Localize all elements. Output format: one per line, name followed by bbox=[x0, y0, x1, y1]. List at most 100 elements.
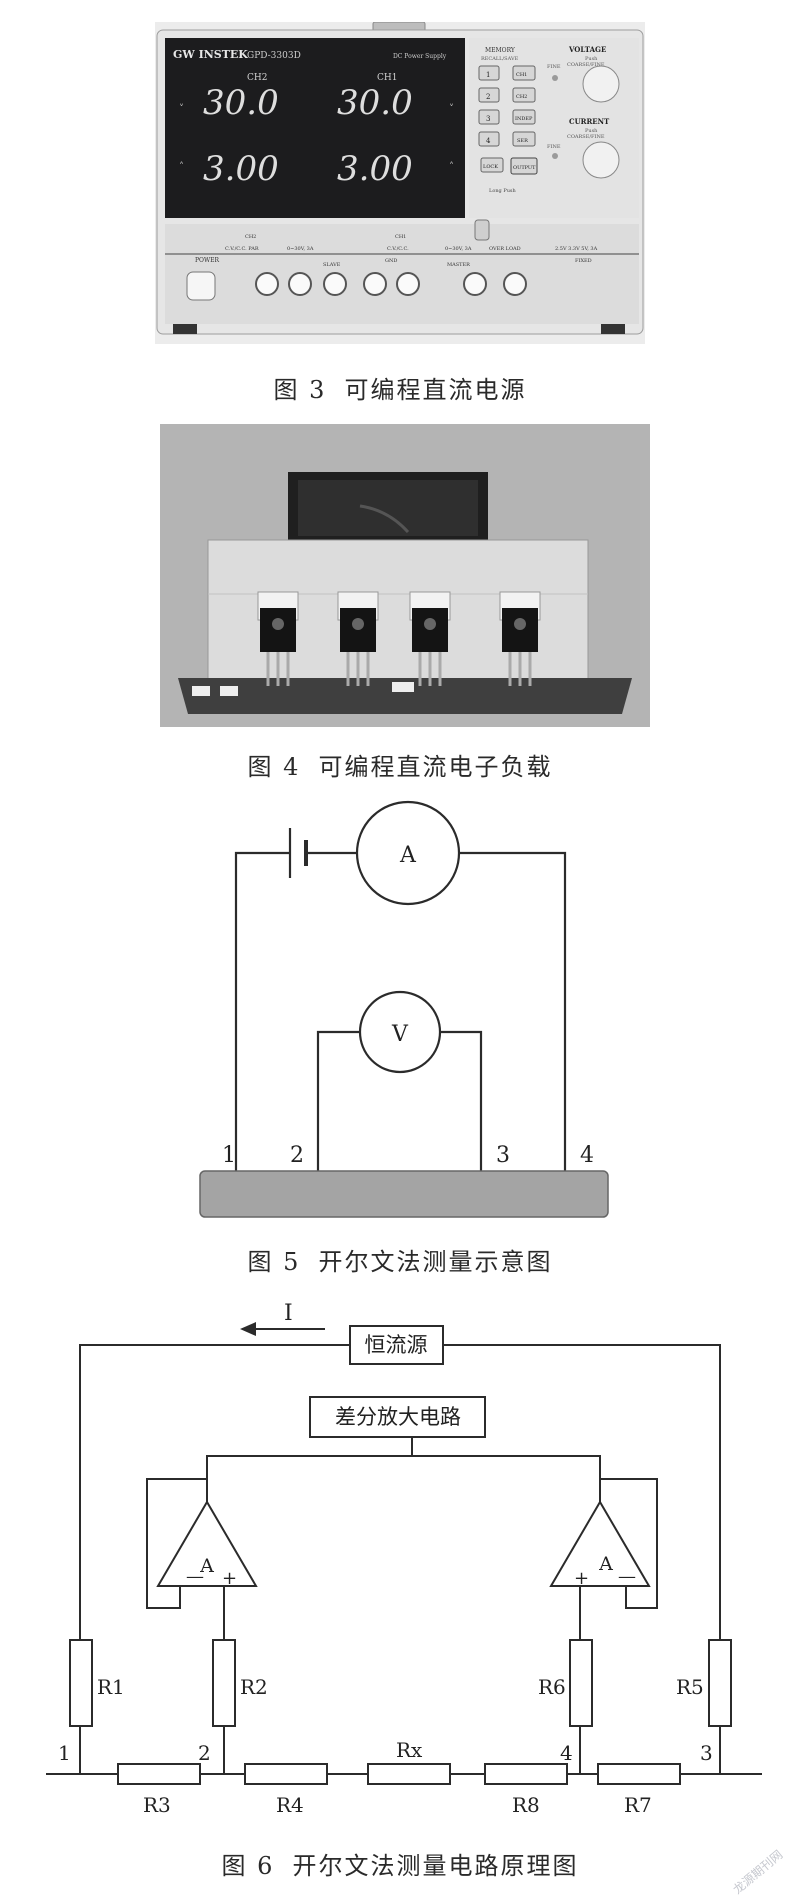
resistor-rx bbox=[367, 1763, 451, 1785]
memory-key-2-label: 2 bbox=[486, 93, 490, 101]
left-op-amp-feedback bbox=[146, 1478, 207, 1609]
left-op-amp-plus: + bbox=[222, 1568, 237, 1589]
current-label: I bbox=[284, 1301, 293, 1326]
ch2-key-label: CH2 bbox=[516, 94, 527, 100]
terminal-2-label: 2 bbox=[290, 1143, 304, 1168]
fig3-caption-number: 图 3 bbox=[273, 376, 327, 404]
ch2-range-label: 0~30V, 3A bbox=[287, 246, 314, 252]
voltage-knob[interactable] bbox=[582, 65, 620, 103]
output-button[interactable] bbox=[510, 157, 538, 175]
ch1-negative-terminal[interactable] bbox=[363, 272, 387, 296]
ch1-mode-label: CH1 bbox=[395, 234, 406, 240]
voltage-coarse-fine-label: COARSE/FINE bbox=[567, 62, 605, 68]
voltage-fine-indicator bbox=[552, 75, 558, 81]
ser-key[interactable] bbox=[512, 131, 536, 147]
resistor-r5 bbox=[708, 1639, 732, 1727]
memory-key-3[interactable] bbox=[478, 109, 500, 125]
ser-key-label: SER bbox=[517, 138, 528, 144]
fig4-caption-number: 图 4 bbox=[247, 753, 301, 781]
r7-label: R7 bbox=[624, 1793, 652, 1817]
ch1-range-label: 0~30V, 3A bbox=[445, 246, 472, 252]
ch2-mode-label: CH2 bbox=[245, 234, 256, 240]
fixed-negative-terminal[interactable] bbox=[463, 272, 487, 296]
fixed-label: FIXED bbox=[575, 258, 592, 264]
memory-key-2[interactable] bbox=[478, 87, 500, 103]
r5-label: R5 bbox=[676, 1675, 704, 1699]
model-label: GPD-3303D bbox=[247, 51, 301, 61]
fig6-caption-number: 图 6 bbox=[221, 1852, 275, 1880]
voltmeter-label: V bbox=[391, 1022, 409, 1047]
differential-amplifier-label: 差分放大电路 bbox=[335, 1405, 461, 1429]
node-1-label: 1 bbox=[58, 1741, 71, 1765]
indep-key[interactable] bbox=[512, 109, 536, 125]
differential-amplifier-box bbox=[309, 1396, 486, 1438]
long-push-label: Long Push bbox=[489, 188, 516, 194]
r1-label: R1 bbox=[97, 1675, 125, 1699]
mosfet-4 bbox=[499, 591, 541, 686]
fixed-positive-terminal[interactable] bbox=[503, 272, 527, 296]
memory-key-3-label: 3 bbox=[486, 115, 490, 123]
ch2-positive-terminal[interactable] bbox=[288, 272, 312, 296]
brand-label: GW INSTEK bbox=[173, 48, 248, 61]
resistor-r4 bbox=[244, 1763, 328, 1785]
right-op-amp-label: A bbox=[598, 1553, 613, 1575]
electronic-load-photo bbox=[160, 424, 650, 727]
fig4-caption-text: 可编程直流电子负载 bbox=[318, 753, 553, 781]
mosfet-1 bbox=[257, 591, 299, 686]
ch1-voltage-readout: 30.0 bbox=[337, 83, 413, 123]
ammeter-label: A bbox=[399, 843, 417, 868]
gnd-terminal[interactable] bbox=[323, 272, 347, 296]
current-push-label: Push bbox=[585, 128, 598, 134]
r8-label: R8 bbox=[512, 1793, 540, 1817]
wire-terminal-1 bbox=[234, 851, 290, 1178]
wire-diffamp-right bbox=[411, 1437, 601, 1502]
resistor-r6 bbox=[569, 1639, 593, 1727]
left-op-amp-minus: — bbox=[186, 1566, 204, 1587]
fig5-caption-text: 开尔文法测量示意图 bbox=[318, 1248, 553, 1276]
memory-key-1[interactable] bbox=[478, 65, 500, 81]
right-op-amp bbox=[549, 1500, 651, 1587]
voltage-push-label: Push bbox=[585, 56, 598, 62]
indep-key-label: INDEP bbox=[515, 116, 533, 122]
ch1-key-label: CH1 bbox=[516, 72, 527, 78]
current-knob[interactable] bbox=[582, 141, 620, 179]
channel-keys: CH1 CH2 INDEP SER bbox=[512, 65, 536, 147]
ch2-voltage-readout: 30.0 bbox=[203, 83, 279, 123]
wire-source-right bbox=[443, 1344, 721, 1640]
mosfet-3 bbox=[409, 591, 451, 686]
product-type-label: DC Power Supply bbox=[393, 53, 447, 60]
rx-label: Rx bbox=[396, 1738, 423, 1762]
mosfet-2 bbox=[337, 591, 379, 686]
sample-bar bbox=[199, 1170, 609, 1218]
voltage-fine-label: FINE bbox=[547, 64, 561, 70]
resistor-r8 bbox=[484, 1763, 568, 1785]
memory-key-1-label: 1 bbox=[486, 71, 490, 79]
node-3-label: 3 bbox=[700, 1741, 713, 1765]
ch2-indicator-v: ˅ bbox=[179, 104, 184, 115]
power-button[interactable] bbox=[186, 271, 216, 301]
recall-save-label: RECALL/SAVE bbox=[481, 56, 519, 62]
memory-key-4[interactable] bbox=[478, 131, 500, 147]
fixed-voltage-switch[interactable] bbox=[474, 219, 490, 241]
terminal-4-label: 4 bbox=[580, 1143, 594, 1168]
constant-current-source-label: 恒流源 bbox=[365, 1333, 428, 1357]
lock-button[interactable] bbox=[480, 157, 504, 173]
ch2-negative-terminal[interactable] bbox=[255, 272, 279, 296]
cv-cc-label: C.V./C.C. bbox=[387, 246, 409, 252]
left-op-amp bbox=[156, 1500, 258, 1587]
ch1-positive-terminal[interactable] bbox=[396, 272, 420, 296]
resistor-r3 bbox=[117, 1763, 201, 1785]
r4-label: R4 bbox=[276, 1793, 304, 1817]
kelvin-schematic-diagram: A V 1 2 3 4 bbox=[199, 800, 609, 1218]
fig5-caption-number: 图 5 bbox=[247, 1248, 301, 1276]
memory-label: MEMORY bbox=[485, 47, 516, 54]
node-2-label: 2 bbox=[198, 1741, 211, 1765]
ch2-key[interactable] bbox=[512, 87, 536, 103]
resistor-r7 bbox=[597, 1763, 681, 1785]
wire-terminal-2 bbox=[316, 1030, 360, 1178]
ch1-key[interactable] bbox=[512, 65, 536, 81]
terminal-3-label: 3 bbox=[496, 1143, 510, 1168]
power-supply-photo: GW INSTEK GPD-3303D DC Power Supply CH2 … bbox=[155, 21, 645, 344]
ch2-label: CH2 bbox=[247, 73, 267, 83]
